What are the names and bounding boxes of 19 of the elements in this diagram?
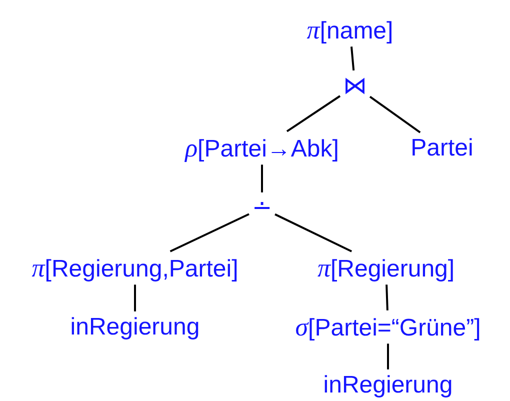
operator-label: Partei [410,135,474,161]
tree-edge [170,213,250,252]
tree-edge [286,95,341,132]
tree-edge [386,284,388,310]
operator-symbol: ∸ [252,195,272,221]
tree-edge [261,164,263,192]
tree-edge [350,46,355,70]
operator-label: π[name] [306,16,394,44]
operator-label: inRegierung [323,372,453,398]
operator-label: π[Regierung,Partei] [32,254,238,282]
operator-label: inRegierung [70,314,200,340]
tree-edge [369,96,421,134]
operator-label: σ[Partei=“Grüne”] [295,313,481,341]
tree-edge [274,213,352,252]
operator-symbol: ⋈ [343,73,367,99]
tree-edge [387,344,389,370]
operator-label: π[Regierung] [317,254,455,282]
tree-edge [134,284,136,312]
operator-label: ρ[Partei→Abk] [185,134,339,162]
